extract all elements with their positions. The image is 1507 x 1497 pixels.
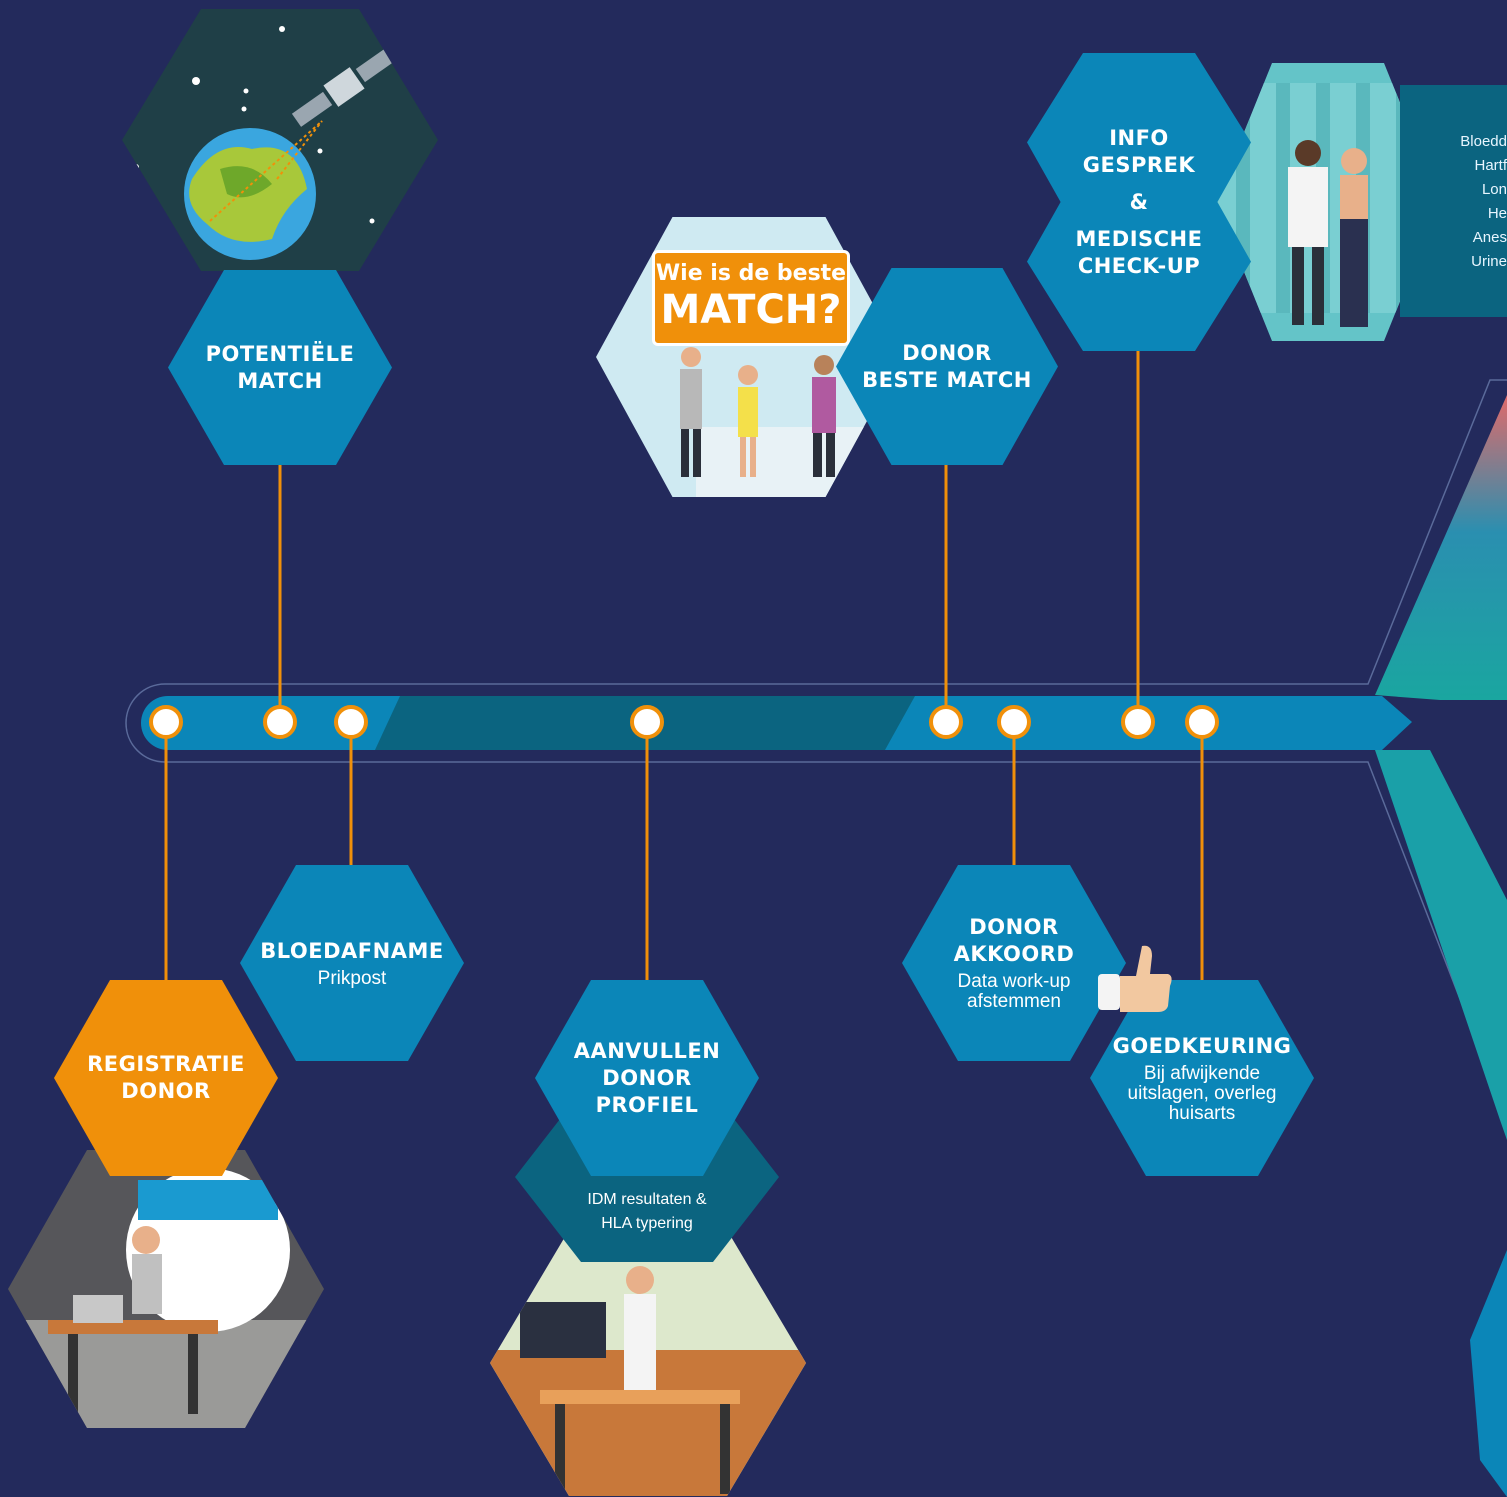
goedkeuring-step: GOEDKEURING Bij afwijkende uitslagen, ov… bbox=[1090, 980, 1314, 1176]
timeline-node bbox=[149, 705, 183, 739]
info-gesprek-title: INFO GESPREK bbox=[1082, 125, 1196, 177]
aanvullen-sub: IDM resultaten & HLA typering bbox=[587, 1191, 707, 1232]
donor-akkoord-sub: Data work-up afstemmen bbox=[957, 971, 1071, 1012]
match-sign-line1: Wie is de beste bbox=[655, 261, 847, 286]
timeline-node bbox=[929, 705, 963, 739]
donor-best-match-step: DONOR BESTE MATCH bbox=[836, 268, 1058, 465]
goedkeuring-title: GOEDKEURING bbox=[1112, 1033, 1292, 1058]
bloedafname-sub: Prikpost bbox=[317, 967, 387, 989]
timeline-node bbox=[1121, 705, 1155, 739]
timeline-outline-cap bbox=[125, 683, 166, 763]
donor-best-match-title: DONOR BESTE MATCH bbox=[862, 340, 1032, 392]
donor-akkoord-title: DONOR AKKOORD bbox=[953, 915, 1075, 966]
timeline-branch-down bbox=[1375, 750, 1507, 1140]
registratie-donor-title: REGISTRATIE DONOR bbox=[87, 1052, 245, 1103]
satellite-earth-icon bbox=[133, 26, 397, 260]
medische-checkup-title: MEDISCHE CHECK-UP bbox=[1075, 226, 1203, 278]
timeline-node bbox=[334, 705, 368, 739]
goedkeuring-sub: Bij afwijkende uitslagen, overleg huisar… bbox=[1127, 1062, 1277, 1124]
timeline-outline-top bbox=[165, 379, 1507, 685]
match-sign-line2: MATCH? bbox=[660, 287, 842, 333]
potential-match-title: POTENTIËLE MATCH bbox=[205, 341, 355, 393]
timeline-branch-corner bbox=[1470, 1250, 1507, 1497]
aanvullen-title: AANVULLEN DONOR PROFIEL bbox=[573, 1038, 721, 1117]
timeline-node bbox=[1185, 705, 1219, 739]
info-gesprek-step: INFO GESPREK & MEDISCHE CHECK-UP bbox=[1027, 53, 1251, 351]
info-gesprek-amp: & bbox=[1129, 189, 1149, 214]
checkup-list: Bloedd Hartf Lon He Anes Urine bbox=[1460, 133, 1507, 270]
registration-illustration bbox=[8, 1150, 324, 1428]
timeline-node bbox=[263, 705, 297, 739]
timeline-node bbox=[630, 705, 664, 739]
timeline-node bbox=[997, 705, 1031, 739]
checkup-list-panel bbox=[1400, 85, 1507, 317]
match-sign: Wie is de beste MATCH? bbox=[652, 250, 850, 346]
thumbs-up-icon bbox=[1098, 945, 1172, 1012]
bloedafname-title: BLOEDAFNAME bbox=[260, 938, 444, 963]
timeline-branch-up bbox=[1375, 395, 1507, 700]
